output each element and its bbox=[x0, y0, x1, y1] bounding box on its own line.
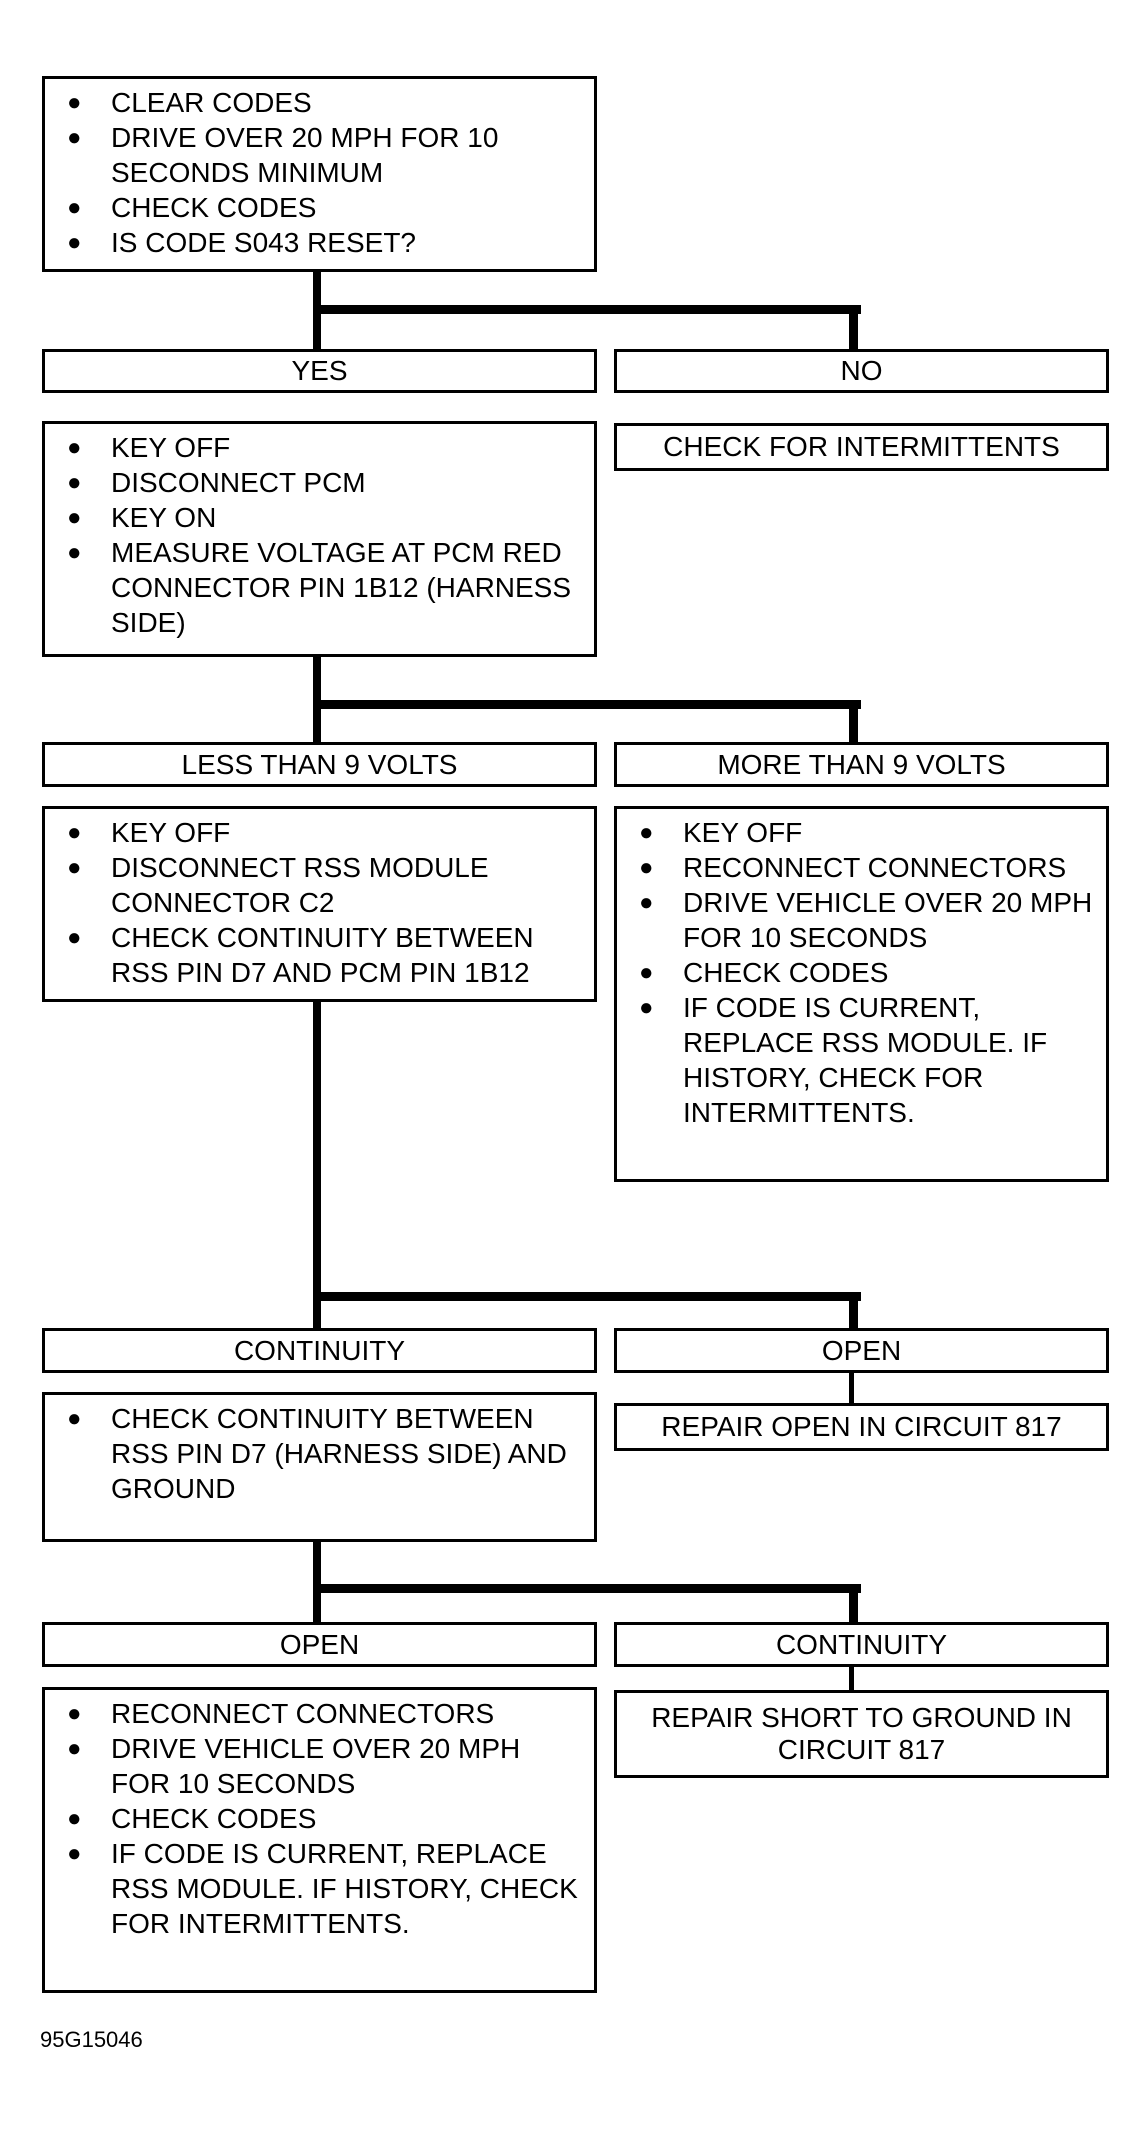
list-item: KEY ON bbox=[55, 500, 584, 535]
list-item: IF CODE IS CURRENT, REPLACE RSS MODULE. … bbox=[55, 1836, 584, 1941]
list-item: CHECK CODES bbox=[55, 190, 584, 225]
step1-list: CLEAR CODES DRIVE OVER 20 MPH FOR 10 SEC… bbox=[45, 79, 594, 266]
connector-line bbox=[313, 305, 861, 314]
list-item: RECONNECT CONNECTORS bbox=[55, 1696, 584, 1731]
continuity-label: CONTINUITY bbox=[233, 1334, 406, 1366]
list-item: DRIVE VEHICLE OVER 20 MPH FOR 10 SECONDS bbox=[55, 1731, 584, 1801]
list-item: DRIVE VEHICLE OVER 20 MPH FOR 10 SECONDS bbox=[627, 885, 1096, 955]
list-item: MEASURE VOLTAGE AT PCM RED CONNECTOR PIN… bbox=[55, 535, 584, 640]
less-than-9v-label: LESS THAN 9 VOLTS bbox=[181, 748, 458, 780]
figure-id: 95G15046 bbox=[40, 2027, 143, 2052]
list-item: DRIVE OVER 20 MPH FOR 10 SECONDS MINIMUM bbox=[55, 120, 584, 190]
more-than-9v-list: KEY OFF RECONNECT CONNECTORS DRIVE VEHIC… bbox=[617, 809, 1106, 1136]
open-label-box: OPEN bbox=[614, 1328, 1109, 1373]
less-than-9v-label-box: LESS THAN 9 VOLTS bbox=[42, 742, 597, 787]
list-item: CLEAR CODES bbox=[55, 85, 584, 120]
continuity-label-2: CONTINUITY bbox=[775, 1628, 948, 1660]
list-item: CHECK CONTINUITY BETWEEN RSS PIN D7 (HAR… bbox=[55, 1401, 584, 1506]
connector-line bbox=[313, 1584, 861, 1593]
connector-line bbox=[849, 1664, 854, 1692]
connector-line bbox=[313, 1292, 861, 1301]
repair-short-box: REPAIR SHORT TO GROUND IN CIRCUIT 817 bbox=[614, 1690, 1109, 1778]
list-item: IF CODE IS CURRENT, REPLACE RSS MODULE. … bbox=[627, 990, 1096, 1130]
step2-box: KEY OFF DISCONNECT PCM KEY ON MEASURE VO… bbox=[42, 421, 597, 657]
list-item: CHECK CODES bbox=[55, 1801, 584, 1836]
list-item: RECONNECT CONNECTORS bbox=[627, 850, 1096, 885]
more-than-9v-label-box: MORE THAN 9 VOLTS bbox=[614, 742, 1109, 787]
connector-line bbox=[313, 1540, 321, 1625]
more-than-9v-box: KEY OFF RECONNECT CONNECTORS DRIVE VEHIC… bbox=[614, 806, 1109, 1182]
no-action-box: CHECK FOR INTERMITTENTS bbox=[614, 423, 1109, 471]
connector-line bbox=[313, 700, 861, 709]
continuity-check-box: CHECK CONTINUITY BETWEEN RSS PIN D7 (HAR… bbox=[42, 1392, 597, 1542]
more-than-9v-label: MORE THAN 9 VOLTS bbox=[717, 748, 1006, 780]
open-label-box-2: OPEN bbox=[42, 1622, 597, 1667]
open-label: OPEN bbox=[821, 1334, 902, 1366]
repair-short-text: REPAIR SHORT TO GROUND IN CIRCUIT 817 bbox=[651, 1702, 1072, 1765]
step1-box: CLEAR CODES DRIVE OVER 20 MPH FOR 10 SEC… bbox=[42, 76, 597, 272]
no-action-text: CHECK FOR INTERMITTENTS bbox=[663, 431, 1060, 462]
final-open-list: RECONNECT CONNECTORS DRIVE VEHICLE OVER … bbox=[45, 1690, 594, 1947]
continuity-label-box: CONTINUITY bbox=[42, 1328, 597, 1373]
no-label: NO bbox=[840, 355, 883, 386]
yes-label-box: YES bbox=[42, 349, 597, 393]
less-than-9v-box: KEY OFF DISCONNECT RSS MODULE CONNECTOR … bbox=[42, 806, 597, 1002]
list-item: KEY OFF bbox=[627, 815, 1096, 850]
list-item: IS CODE S043 RESET? bbox=[55, 225, 584, 260]
no-label-box: NO bbox=[614, 349, 1109, 393]
list-item: KEY OFF bbox=[55, 815, 584, 850]
yes-label: YES bbox=[291, 355, 348, 386]
repair-open-text: REPAIR OPEN IN CIRCUIT 817 bbox=[661, 1411, 1062, 1442]
continuity-check-list: CHECK CONTINUITY BETWEEN RSS PIN D7 (HAR… bbox=[45, 1395, 594, 1512]
connector-line bbox=[849, 1370, 854, 1405]
connector-line bbox=[849, 700, 858, 745]
list-item: DISCONNECT RSS MODULE CONNECTOR C2 bbox=[55, 850, 584, 920]
list-item: CHECK CONTINUITY BETWEEN RSS PIN D7 AND … bbox=[55, 920, 584, 990]
list-item: DISCONNECT PCM bbox=[55, 465, 584, 500]
step2-list: KEY OFF DISCONNECT PCM KEY ON MEASURE VO… bbox=[45, 424, 594, 646]
connector-line bbox=[849, 1584, 858, 1625]
list-item: KEY OFF bbox=[55, 430, 584, 465]
open-label-2: OPEN bbox=[279, 1628, 360, 1660]
connector-line bbox=[313, 1000, 321, 1330]
repair-open-box: REPAIR OPEN IN CIRCUIT 817 bbox=[614, 1403, 1109, 1451]
connector-line bbox=[849, 305, 858, 352]
continuity-label-box-2: CONTINUITY bbox=[614, 1622, 1109, 1667]
connector-line bbox=[849, 1292, 858, 1330]
list-item: CHECK CODES bbox=[627, 955, 1096, 990]
less-than-9v-list: KEY OFF DISCONNECT RSS MODULE CONNECTOR … bbox=[45, 809, 594, 996]
final-open-box: RECONNECT CONNECTORS DRIVE VEHICLE OVER … bbox=[42, 1687, 597, 1993]
